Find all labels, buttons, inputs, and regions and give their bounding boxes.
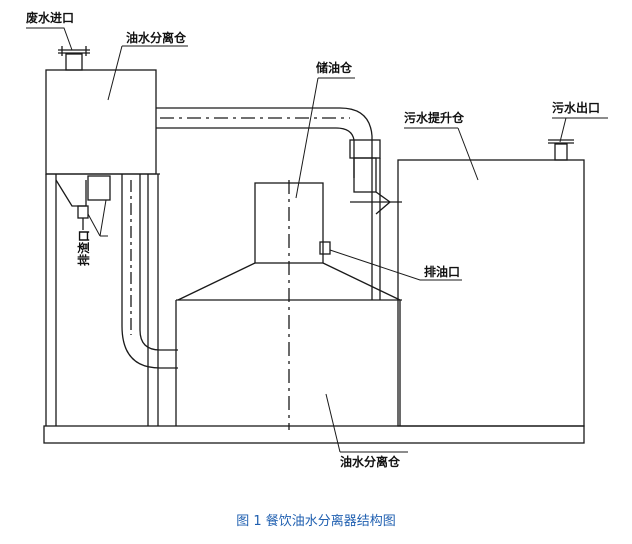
upper-connecting-pipe xyxy=(156,107,381,300)
lower-separation-chamber xyxy=(175,262,402,426)
left-separation-chamber xyxy=(45,69,157,175)
sewage-lift-chamber xyxy=(397,159,585,427)
base-plate xyxy=(43,425,585,444)
slag-funnel xyxy=(55,175,111,230)
label-sewage-outlet: 污水出口 xyxy=(552,100,600,115)
label-waste-inlet: 废水进口 xyxy=(26,10,74,25)
oil-storage-chamber xyxy=(254,182,324,264)
lift-pipe-junction xyxy=(350,191,402,215)
label-oil-outlet: 排油口 xyxy=(424,264,460,279)
sewage-outlet-flange xyxy=(548,139,574,161)
label-oil-storage: 储油仓 xyxy=(316,60,353,75)
oil-outlet-valve xyxy=(319,241,331,255)
waste-inlet-flange xyxy=(58,46,90,71)
label-slag-outlet: 排渣口 xyxy=(76,230,91,266)
leader-lines xyxy=(26,27,608,453)
label-separation-chamber-bottom: 油水分离仓 xyxy=(340,454,401,469)
figure-caption: 图 1 餐饮油水分离器结构图 xyxy=(236,514,396,529)
label-separation-chamber-top: 油水分离仓 xyxy=(126,30,187,45)
label-lift-chamber: 污水提升仓 xyxy=(404,110,465,125)
left-down-pipe xyxy=(121,174,178,426)
